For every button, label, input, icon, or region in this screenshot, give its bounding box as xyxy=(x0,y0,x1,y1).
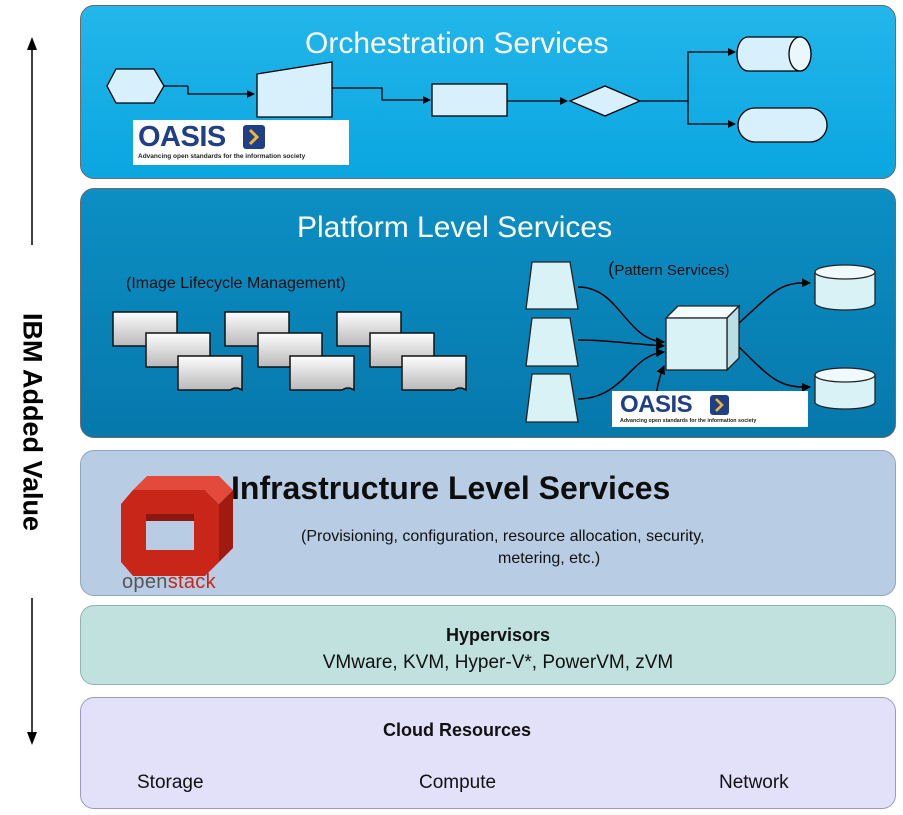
oasis-logo-text: OASIS xyxy=(620,391,693,418)
image-lifecycle-label: (Image Lifecycle Management) xyxy=(126,275,346,292)
openstack-wordmark: openstack xyxy=(122,571,216,594)
infrastructure-desc-line2: metering, etc.) xyxy=(498,550,601,567)
cloud-item-network: Network xyxy=(719,772,789,793)
pattern-label-paren: ( xyxy=(608,259,615,280)
oasis-tagline: Advancing open standards for the informa… xyxy=(138,153,306,160)
hypervisors-list: VMware, KVM, Hyper-V*, PowerVM, zVM xyxy=(322,652,674,673)
hypervisors-title: Hypervisors xyxy=(445,625,551,645)
cloud-item-compute: Compute xyxy=(419,772,497,793)
oasis-tagline: Advancing open standards for the informa… xyxy=(620,418,757,424)
infrastructure-title: Infrastructure Level Services xyxy=(231,470,671,506)
oasis-mark-icon xyxy=(710,395,729,415)
openstack-word-stack: stack xyxy=(167,571,216,593)
infrastructure-desc-line1: (Provisioning, configuration, resource a… xyxy=(301,528,705,545)
oasis-logo-platform: OASIS Advancing open standards for the i… xyxy=(612,391,808,427)
pattern-services-label: (Pattern Services) xyxy=(608,259,729,281)
orchestration-title: Orchestration Services xyxy=(305,27,609,60)
cloud-resources-layer xyxy=(80,697,896,809)
hypervisors-layer xyxy=(80,605,896,685)
oasis-logo-text: OASIS xyxy=(138,121,226,153)
cloud-item-storage: Storage xyxy=(137,772,204,793)
cloud-resources-title: Cloud Resources xyxy=(383,720,532,740)
oasis-logo: OASIS Advancing open standards for the i… xyxy=(133,120,349,165)
oasis-mark-icon xyxy=(243,125,265,149)
openstack-word-open: open xyxy=(122,571,168,593)
pattern-label-text: Pattern Services) xyxy=(614,262,730,279)
platform-title: Platform Level Services xyxy=(297,211,613,244)
